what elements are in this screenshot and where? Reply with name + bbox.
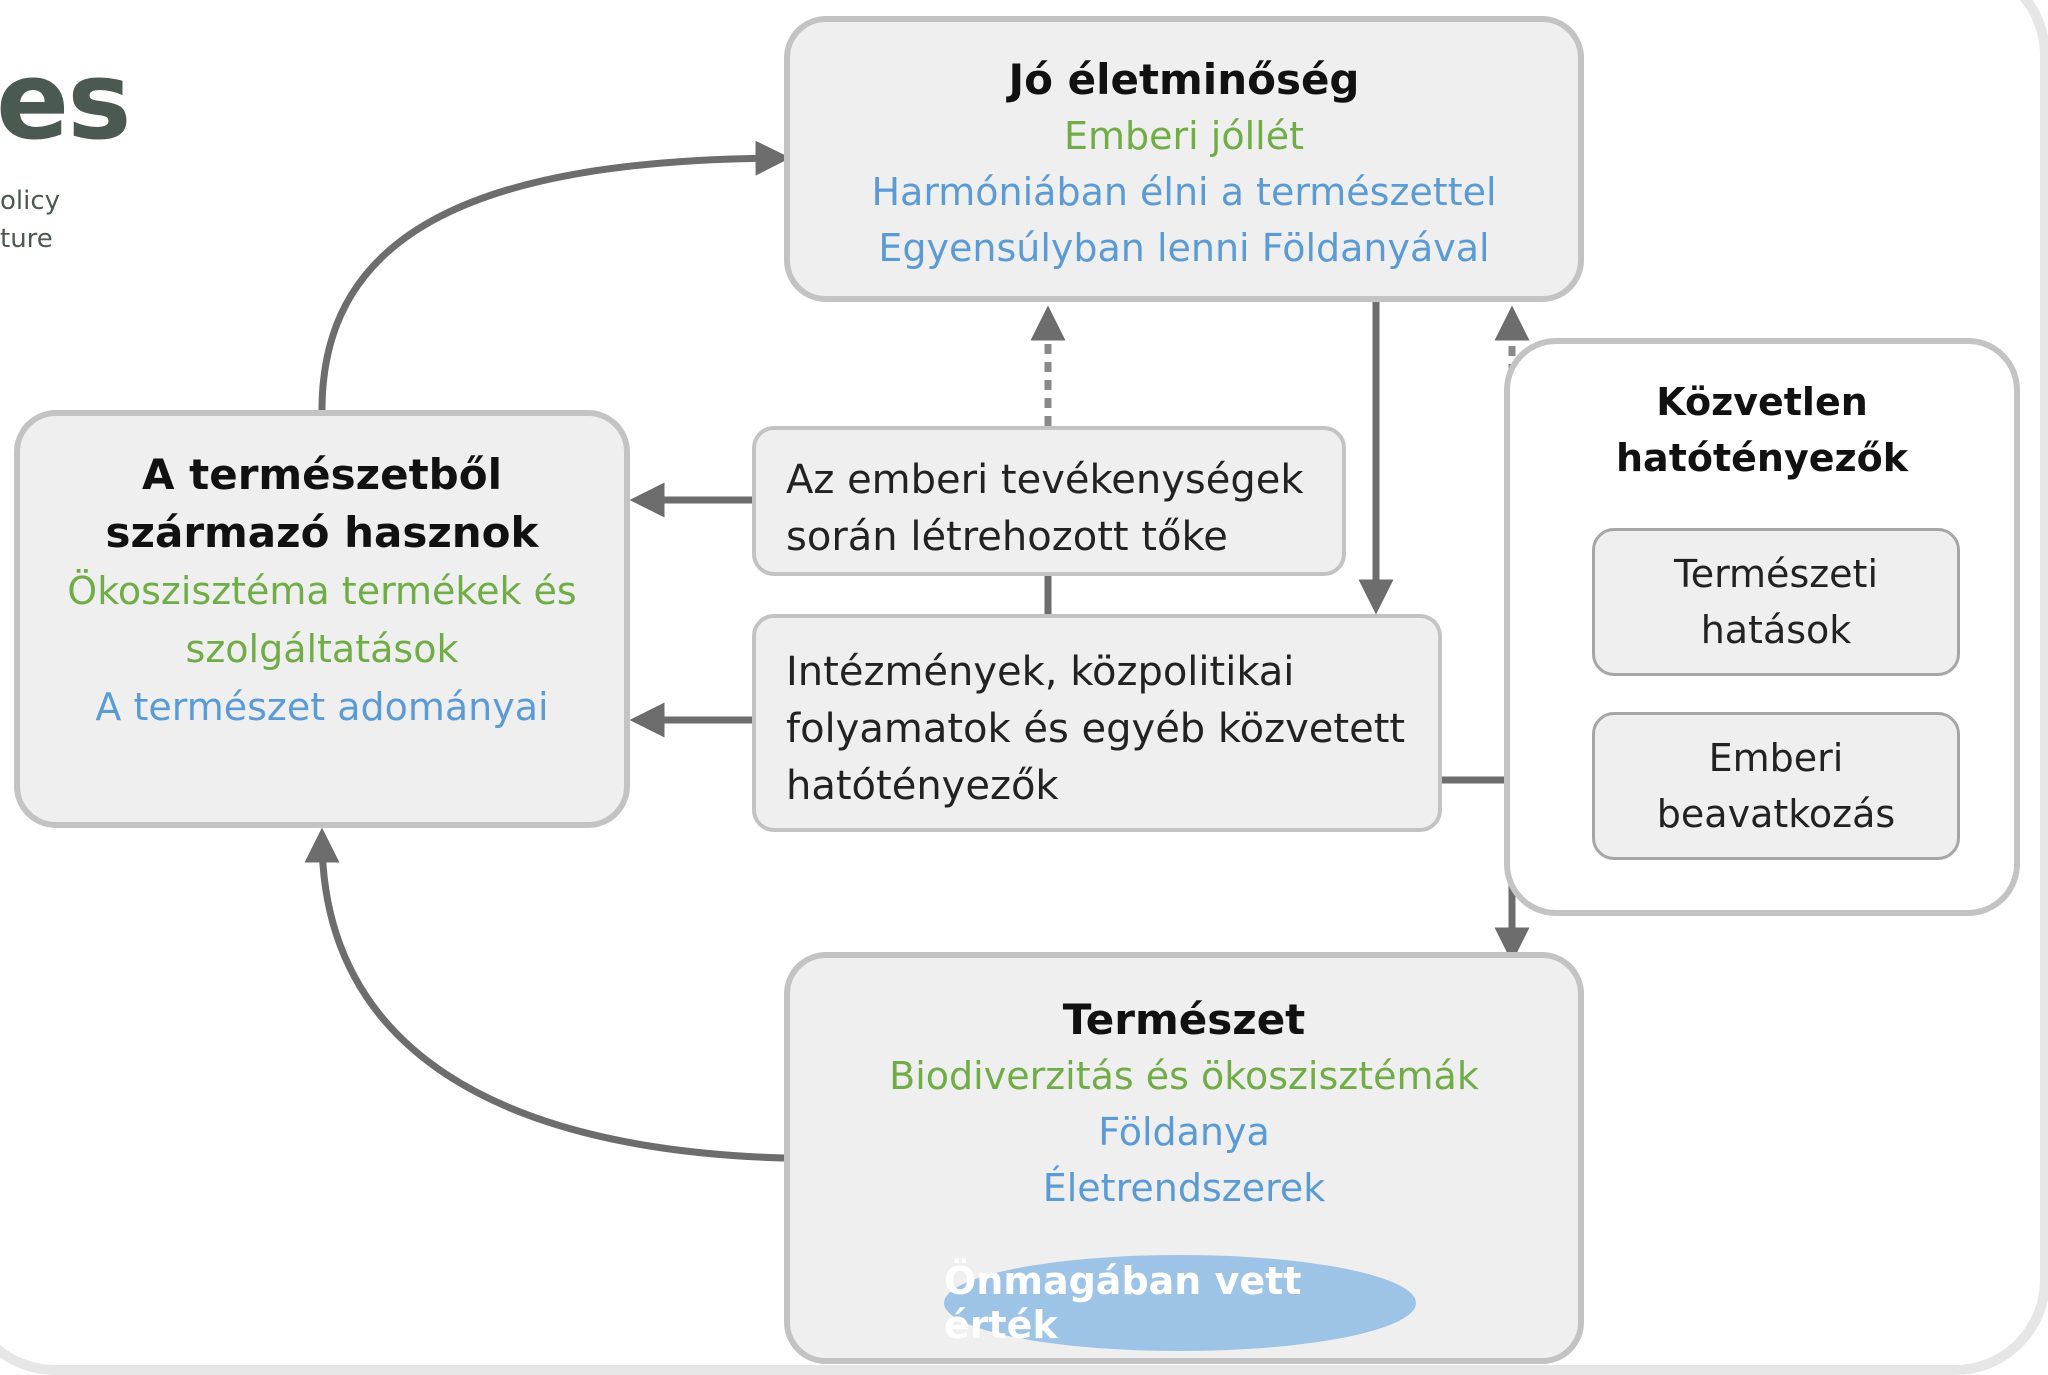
living-in-harmony-label: Harmóniában élni a természettel <box>871 170 1497 214</box>
institutions-line-3: hatótényezők <box>786 763 1059 809</box>
natural-drivers-box: Természeti hatások <box>1592 528 1960 676</box>
anthropogenic-assets-box: Az emberi tevékenységek során létrehozot… <box>752 426 1346 576</box>
nature-benefits-title-1: A természetből <box>142 450 502 499</box>
human-drivers-box: Emberi beavatkozás <box>1592 712 1960 860</box>
natural-drivers-line-2: hatások <box>1700 608 1852 652</box>
nature-title: Természet <box>1062 995 1306 1044</box>
human-wellbeing-label: Emberi jóllét <box>1064 114 1304 158</box>
arrow-nature-to-benefits <box>304 827 785 1162</box>
direct-drivers-box: Közvetlen hatótényezők Természeti hatáso… <box>1504 338 2020 916</box>
mother-earth-label: Földanya <box>1098 1110 1270 1154</box>
biodiversity-label: Biodiverzitás és ökoszisztémák <box>889 1054 1479 1098</box>
institutions-line-2: folyamatok és egyéb közvetett <box>786 706 1406 752</box>
nature-gifts-label: A természet adományai <box>95 685 549 729</box>
human-drivers-line-1: Emberi <box>1708 736 1844 780</box>
logo-caption-1: olicy <box>0 186 61 216</box>
direct-drivers-title-1: Közvetlen <box>1656 380 1868 424</box>
direct-drivers-title-2: hatótényezők <box>1616 436 1908 480</box>
living-systems-label: Életrendszerek <box>1042 1166 1326 1210</box>
ecosystem-goods-label-2: szolgáltatások <box>185 627 459 671</box>
human-drivers-line-2: beavatkozás <box>1656 792 1896 836</box>
institutions-box: Intézmények, közpolitikai folyamatok és … <box>752 614 1442 832</box>
anthropogenic-assets-line-2: során létrehozott tőke <box>786 514 1228 560</box>
mother-earth-balance-label: Egyensúlyban lenni Földanyával <box>878 226 1490 270</box>
natural-drivers-line-1: Természeti <box>1673 552 1879 596</box>
ecosystem-goods-label-1: Ökoszisztéma termékek és <box>67 569 577 613</box>
arrow-benefits-to-quality <box>318 140 791 411</box>
institutions-line-1: Intézmények, közpolitikai <box>786 649 1295 695</box>
logo-text: es <box>0 39 132 164</box>
nature-benefits-title-2: származó hasznok <box>105 508 539 557</box>
logo-caption-2: ture <box>0 224 53 254</box>
anthropogenic-assets-line-1: Az emberi tevékenységek <box>786 457 1304 503</box>
good-quality-of-life-title: Jó életminőség <box>1008 55 1360 104</box>
good-quality-of-life-box: Jó életminőség Emberi jóllét Harmóniában… <box>784 16 1584 302</box>
intrinsic-value-oval: Önmagában vett érték <box>944 1255 1416 1351</box>
intrinsic-value-label: Önmagában vett érték <box>944 1259 1302 1347</box>
nature-benefits-box: A természetből származó hasznok Ökoszisz… <box>14 410 630 828</box>
